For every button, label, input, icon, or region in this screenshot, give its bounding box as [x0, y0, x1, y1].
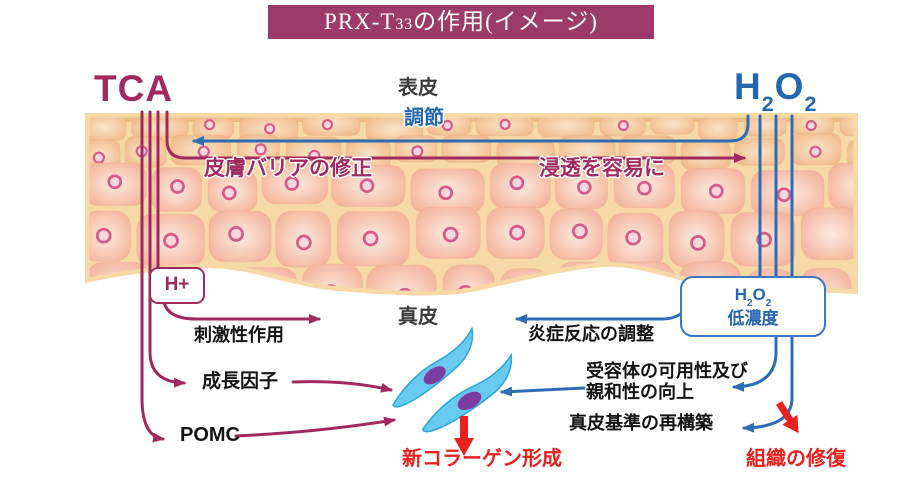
receptor-to-cells-arrow	[500, 386, 586, 397]
title-banner: PRX-T33の作用(イメージ)	[268, 5, 654, 39]
tca-pomc-arrow	[140, 110, 165, 443]
fibroblast-icon	[392, 326, 474, 408]
inflammation-label: 炎症反応の調整	[528, 324, 654, 344]
h2o2-low-box: H2O2 低濃度	[680, 276, 826, 337]
dermis-label: 真皮	[398, 306, 438, 328]
pomc-to-cells-arrow	[234, 416, 396, 438]
fibroblast-cells	[392, 326, 513, 433]
tca-penetration-arrow	[165, 110, 746, 163]
fibroblast-icon	[421, 352, 513, 433]
receptor-line1: 受容体の可用性及び	[586, 361, 748, 381]
dermal-rebuild-label: 真皮基準の再構築	[569, 413, 713, 433]
growth-factor-label: 成長因子	[202, 371, 279, 392]
barrier-repair-label: 皮膚バリアの修正	[204, 157, 372, 180]
regulation-arrow	[192, 114, 750, 146]
regulation-label: 調節	[404, 107, 444, 129]
tissue-repair-arrow	[776, 401, 799, 434]
tca-label: TCA	[94, 68, 174, 109]
tissue-repair-label: 組織の修復	[746, 448, 846, 470]
tca-pathways	[140, 110, 746, 443]
title-text: PRX-T33の作用(イメージ)	[324, 9, 598, 34]
pomc-label: POMC	[180, 424, 240, 446]
new-collagen-label: 新コラーゲン形成	[402, 448, 562, 470]
penetration-label: 浸透を容易に	[539, 157, 665, 180]
dermal-rebuild-arrow	[742, 328, 794, 433]
h-plus-box: H+	[149, 267, 205, 304]
h2o2-low-formula: H2O2	[734, 285, 772, 310]
h2o2-low-label: 低濃度	[727, 308, 779, 328]
inflammation-control-arrow	[515, 309, 686, 324]
h2o2-pathways	[192, 114, 794, 433]
receptor-label: 受容体の可用性及び 親和性の向上	[586, 361, 748, 403]
new-collagen-arrow	[454, 416, 474, 456]
receptor-availability-arrow	[732, 328, 778, 392]
irritant-action-arrow	[162, 300, 321, 324]
h2o2-label: H2O2	[734, 66, 818, 117]
tca-growth-factor-arrow	[148, 110, 186, 388]
growth-factor-to-cells-arrow	[291, 380, 393, 393]
epidermis-label: 表皮	[398, 77, 438, 99]
receptor-line2: 親和性の向上	[586, 382, 694, 402]
irritant-action-label: 刺激性作用	[194, 325, 284, 345]
